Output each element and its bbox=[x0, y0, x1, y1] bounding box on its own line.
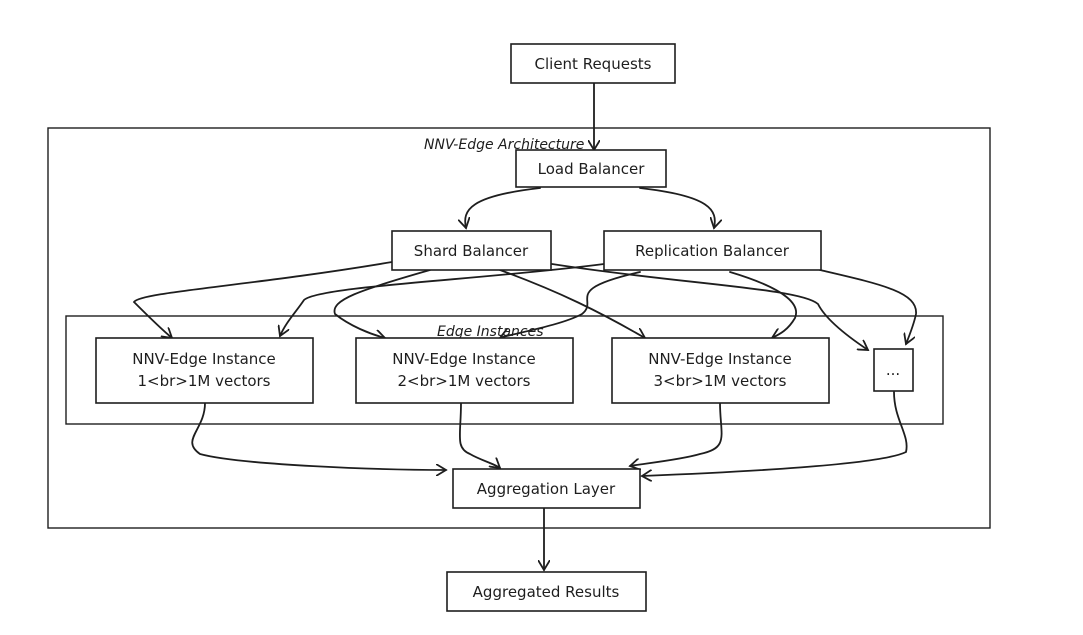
instance-3-line1: NNV-Edge Instance bbox=[648, 350, 792, 368]
edge-load-to-replication bbox=[639, 187, 715, 228]
edge-shard-to-more bbox=[551, 263, 868, 350]
edges bbox=[132, 82, 917, 570]
instance-1-line1: NNV-Edge Instance bbox=[132, 350, 276, 368]
edge-instances-frame bbox=[65, 315, 944, 425]
edge-shard-to-instance-3 bbox=[499, 269, 645, 338]
edge-instance-1-to-aggregation bbox=[191, 402, 446, 470]
aggregated-results-label: Aggregated Results bbox=[473, 583, 620, 601]
instance-1-line2: 1<br>1M vectors bbox=[137, 372, 270, 390]
edge-replication-to-instance-1 bbox=[280, 263, 605, 336]
client-requests-label: Client Requests bbox=[535, 55, 652, 73]
edge-shard-to-instance-1 bbox=[132, 261, 393, 338]
aggregated-results-node: Aggregated Results bbox=[446, 571, 647, 612]
aggregation-layer-label: Aggregation Layer bbox=[477, 480, 616, 498]
edge-replication-to-instance-2 bbox=[500, 271, 641, 338]
more-instances-label: ... bbox=[886, 361, 900, 379]
edge-instance-3-to-aggregation bbox=[630, 402, 723, 466]
instance-2-line1: NNV-Edge Instance bbox=[392, 350, 536, 368]
instance-3-node: NNV-Edge Instance 3<br>1M vectors bbox=[611, 337, 830, 404]
edge-instances-label: Edge Instances bbox=[437, 324, 544, 340]
replication-balancer-node: Replication Balancer bbox=[603, 230, 822, 271]
replication-balancer-label: Replication Balancer bbox=[635, 242, 790, 260]
instance-1-node: NNV-Edge Instance 1<br>1M vectors bbox=[95, 337, 314, 404]
architecture-label: NNV-Edge Architecture bbox=[424, 137, 584, 153]
edge-shard-to-instance-2 bbox=[333, 269, 431, 338]
more-instances-node: ... bbox=[873, 348, 914, 392]
edge-load-to-shard bbox=[465, 187, 541, 228]
shard-balancer-label: Shard Balancer bbox=[414, 242, 529, 260]
edge-replication-to-instance-3 bbox=[729, 271, 797, 338]
load-balancer-label: Load Balancer bbox=[538, 160, 646, 178]
aggregation-layer-node: Aggregation Layer bbox=[452, 468, 641, 509]
edge-instance-2-to-aggregation bbox=[458, 402, 500, 468]
client-requests-node: Client Requests bbox=[510, 43, 676, 84]
edge-replication-to-more bbox=[819, 269, 917, 344]
shard-balancer-node: Shard Balancer bbox=[391, 230, 552, 271]
instance-3-line2: 3<br>1M vectors bbox=[653, 372, 786, 390]
edge-more-to-aggregation bbox=[642, 391, 908, 476]
load-balancer-node: Load Balancer bbox=[515, 149, 667, 188]
instance-2-node: NNV-Edge Instance 2<br>1M vectors bbox=[355, 337, 574, 404]
architecture-frame bbox=[47, 127, 991, 529]
instance-2-line2: 2<br>1M vectors bbox=[397, 372, 530, 390]
